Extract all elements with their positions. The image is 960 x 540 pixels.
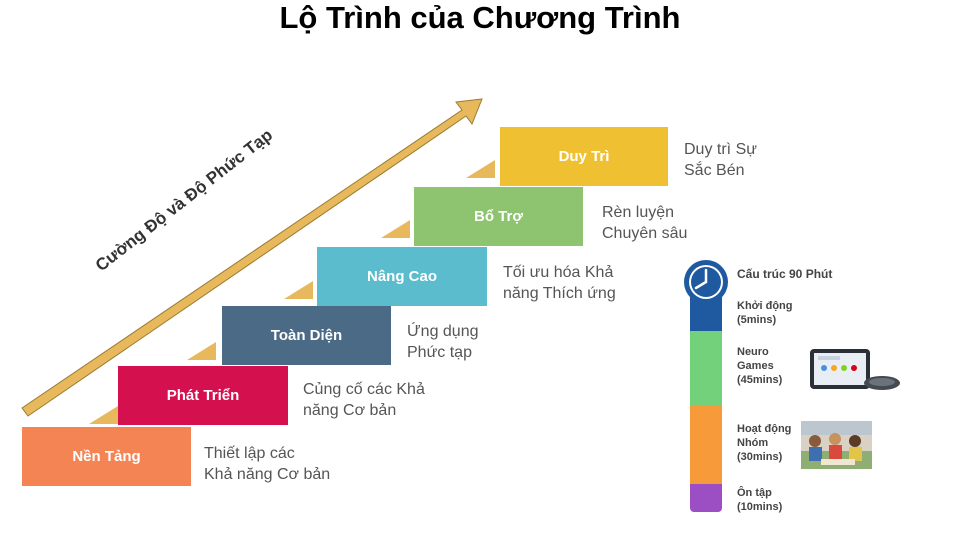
step-duy-tri: Duy Trì [500, 127, 668, 186]
step-phat-trien: Phát Triển [118, 366, 288, 425]
segment-label-warmup: Khởi động(5mins) [737, 300, 793, 326]
step-triangle [187, 342, 216, 360]
step-triangle [89, 406, 118, 424]
step-nang-cao: Nâng Cao [317, 247, 487, 306]
step-bo-tro: Bổ Trợ [414, 187, 583, 246]
segment-group-activity [690, 406, 722, 484]
tablet-device-image [810, 349, 900, 390]
segment-review [690, 484, 722, 512]
clock-icon [684, 260, 728, 304]
page-title: Lộ Trình của Chương Trình [279, 0, 681, 35]
structure-heading: Cấu trúc 90 Phút [737, 267, 833, 281]
step-nen-tang: Nền Tảng [22, 427, 191, 486]
segment-label-review: Ôn tập(10mins) [737, 487, 783, 513]
step-triangle [381, 220, 410, 238]
step-triangle [284, 281, 313, 299]
group-activity-photo [801, 421, 872, 469]
step-toan-dien: Toàn Diện [222, 306, 391, 365]
step-triangle [466, 160, 495, 178]
segment-neuro-games [690, 331, 722, 406]
